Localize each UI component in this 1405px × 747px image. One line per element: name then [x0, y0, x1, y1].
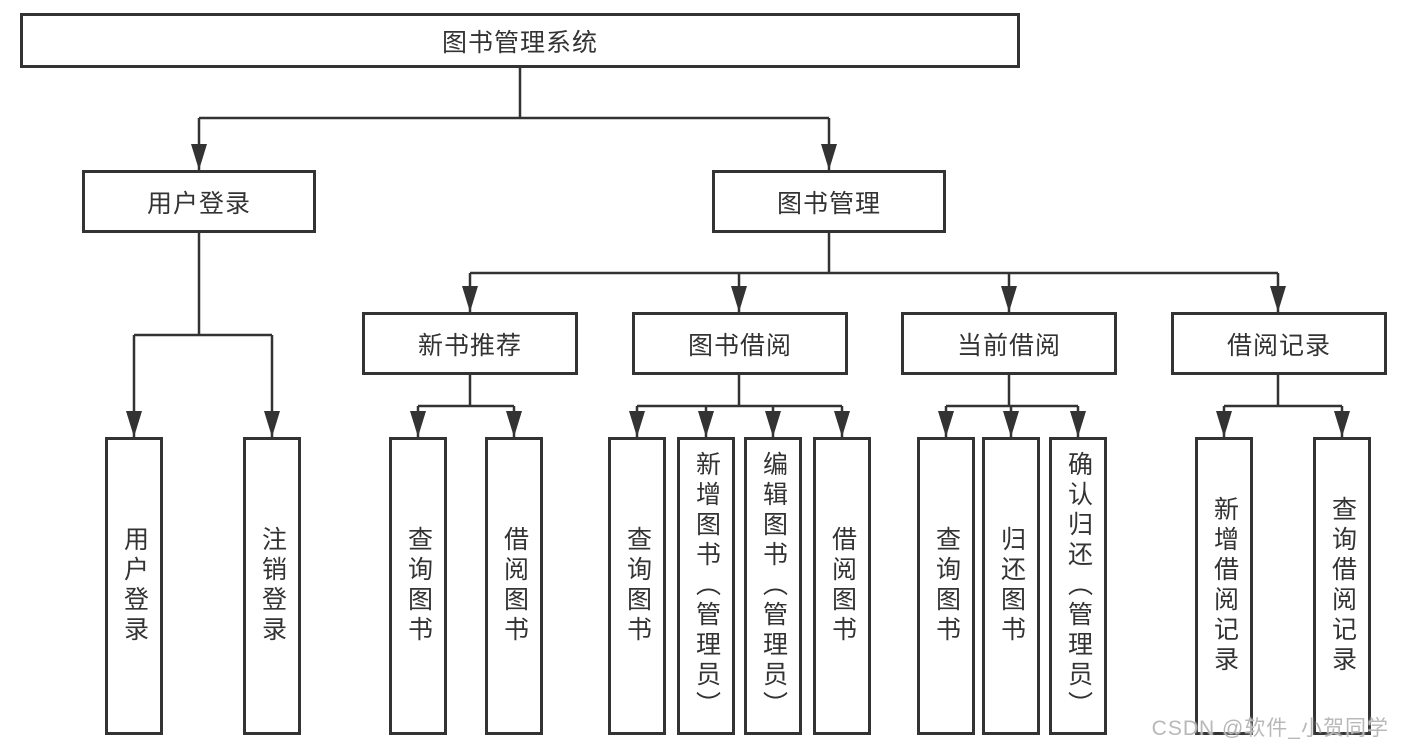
node-label: 当前借阅	[956, 331, 1061, 360]
leaf-label: 借阅图书	[500, 526, 529, 646]
node-label: 图书管理	[776, 189, 881, 218]
node-library-management-system: 图书管理系统	[20, 13, 1020, 68]
leaf-label: 新增借阅记录	[1210, 496, 1239, 676]
leaf-query-books-recommend: 查询图书	[389, 437, 447, 735]
leaf-borrow-books-recommend: 借阅图书	[485, 437, 543, 735]
leaf-label: 查询图书	[932, 526, 961, 646]
leaf-query-borrow-record: 查询借阅记录	[1313, 437, 1371, 735]
node-label: 图书管理系统	[441, 28, 598, 57]
leaf-add-books-admin: 新增图书（管理员）	[677, 437, 735, 735]
leaf-label: 归还图书	[997, 526, 1026, 646]
node-current-borrowing: 当前借阅	[901, 312, 1117, 375]
leaf-label: 用户登录	[120, 526, 149, 646]
leaf-query-books-current: 查询图书	[917, 437, 975, 735]
node-book-management: 图书管理	[712, 170, 946, 233]
leaf-label: 确认归还（管理员）	[1064, 451, 1093, 721]
node-user-login: 用户登录	[82, 170, 316, 233]
node-label: 用户登录	[146, 189, 251, 218]
leaf-edit-books-admin: 编辑图书（管理员）	[744, 437, 802, 735]
leaf-label: 编辑图书（管理员）	[759, 451, 788, 721]
node-label: 借阅记录	[1226, 331, 1331, 360]
node-label: 图书借阅	[687, 331, 792, 360]
node-book-borrowing: 图书借阅	[632, 312, 848, 375]
leaf-return-books: 归还图书	[982, 437, 1040, 735]
leaf-add-borrow-record: 新增借阅记录	[1195, 437, 1253, 735]
node-new-book-recommend: 新书推荐	[362, 312, 578, 375]
leaf-user-login: 用户登录	[105, 437, 163, 735]
leaf-label: 查询借阅记录	[1328, 496, 1357, 676]
leaf-confirm-return-admin: 确认归还（管理员）	[1049, 437, 1107, 735]
leaf-label: 查询图书	[404, 526, 433, 646]
node-borrowing-records: 借阅记录	[1171, 312, 1387, 375]
leaf-label: 注销登录	[258, 526, 287, 646]
leaf-borrow-books-borrowing: 借阅图书	[813, 437, 871, 735]
leaf-query-books-borrowing: 查询图书	[608, 437, 666, 735]
node-label: 新书推荐	[417, 331, 522, 360]
csdn-watermark: CSDN @软件_小贺同学	[1151, 717, 1389, 740]
leaf-logout: 注销登录	[243, 437, 301, 735]
leaf-label: 借阅图书	[828, 526, 857, 646]
leaf-label: 新增图书（管理员）	[692, 451, 721, 721]
leaf-label: 查询图书	[623, 526, 652, 646]
